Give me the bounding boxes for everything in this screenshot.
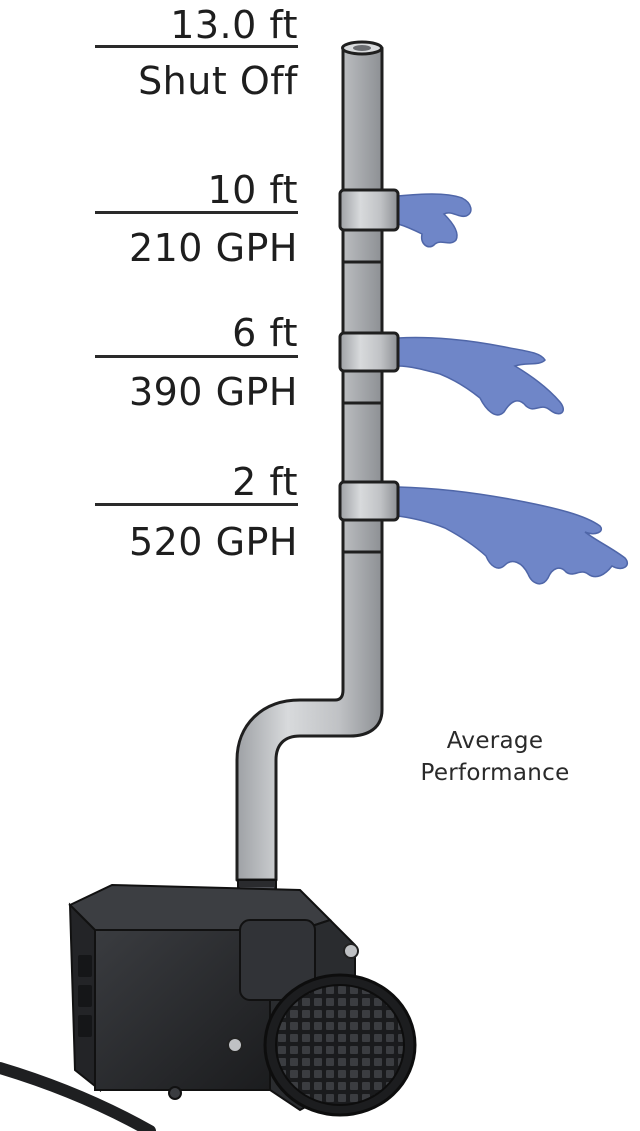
level-height-label: 6 ft (232, 311, 298, 355)
power-cord-icon (0, 1062, 156, 1131)
level-flow-label: 520 GPH (128, 520, 298, 564)
level-divider (95, 355, 298, 358)
level-divider (95, 503, 298, 506)
caption-line-2: Performance (420, 760, 570, 786)
level-divider (95, 211, 298, 214)
level-height-label: 13.0 ft (170, 3, 298, 47)
level-flow-label: 390 GPH (128, 370, 298, 414)
level-flow-label: 210 GPH (128, 226, 298, 270)
level-divider (95, 45, 298, 48)
intake-grille-icon (263, 973, 417, 1117)
pump-icon (68, 883, 359, 1112)
level-height-label: 2 ft (232, 460, 298, 504)
water-stream-icon (397, 193, 629, 585)
level-flow-label: Shut Off (138, 59, 298, 103)
level-height-label: 10 ft (207, 168, 298, 212)
caption-line-1: Average (446, 728, 544, 754)
